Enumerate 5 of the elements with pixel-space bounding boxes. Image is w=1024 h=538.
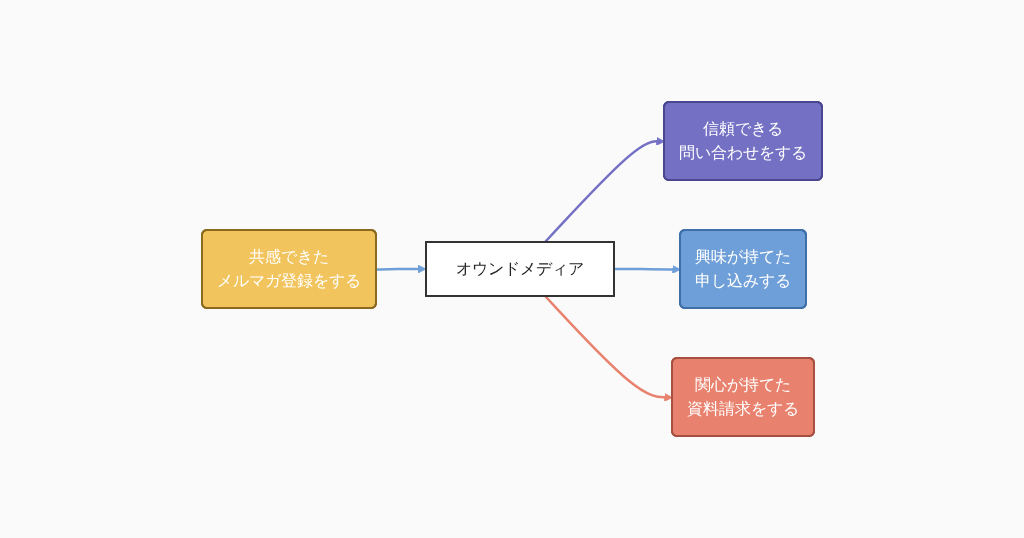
arrow [544,136,665,243]
arrow [544,295,673,402]
node-box: オウンドメディア [425,241,615,297]
arrow [376,264,427,274]
arrow [614,265,681,274]
